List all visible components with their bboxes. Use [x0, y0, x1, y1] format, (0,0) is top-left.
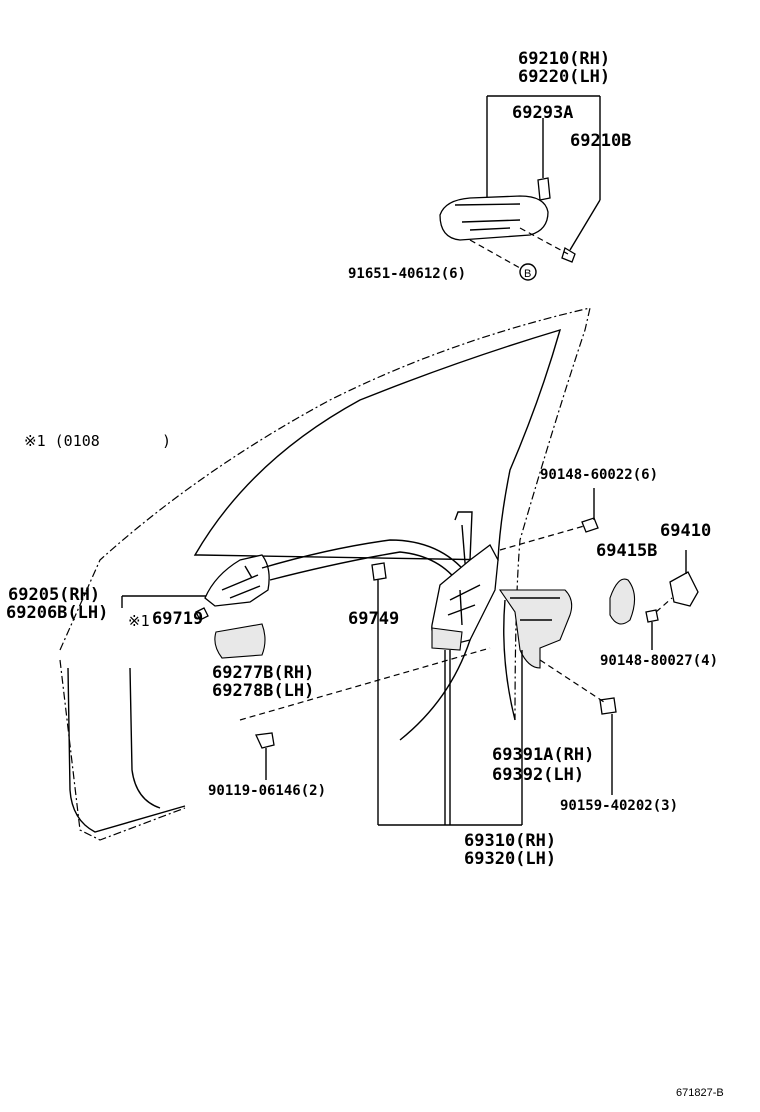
lock-bracket — [431, 627, 463, 651]
label-69210: 69210(RH) — [518, 49, 611, 69]
lock-cover-detail — [510, 597, 560, 621]
leader-69210B — [569, 199, 601, 251]
handle-clip — [537, 177, 551, 201]
dash-handle-b — [469, 239, 521, 269]
label-ref-b: B — [524, 268, 532, 280]
label-69206B: 69206B(LH) — [6, 603, 109, 623]
part-69415B — [609, 578, 636, 625]
label-69410: 69410 — [660, 521, 712, 541]
screw-90148-4 — [645, 609, 659, 623]
door-frame-outline — [59, 307, 591, 721]
label-69415B: 69415B — [596, 541, 658, 561]
label-note-suffix: ) — [162, 432, 172, 450]
part-69719 — [195, 607, 209, 621]
door-edge-line-2 — [129, 667, 161, 809]
figure-code: 671827-B — [676, 1087, 724, 1099]
label-69310: 69310(RH) — [464, 831, 557, 851]
label-90148-4: 90148-80027(4) — [600, 653, 719, 669]
label-69293A: 69293A — [512, 103, 574, 123]
door-body-curve-2 — [503, 599, 516, 721]
inside-handle-detail — [221, 565, 261, 599]
label-90119: 90119-06146(2) — [208, 783, 327, 799]
label-69278B: 69278B(LH) — [212, 681, 315, 701]
label-69719: 69719 — [152, 609, 204, 629]
label-69277B: 69277B(RH) — [212, 663, 315, 683]
label-90159: 90159-40202(3) — [560, 798, 679, 814]
dash-handle-screw — [519, 227, 569, 255]
label-69210B: 69210B — [570, 131, 632, 151]
part-69749 — [371, 562, 387, 581]
door-frame-inner — [193, 328, 562, 561]
outside-handle-detail — [454, 203, 521, 231]
lock-cover — [498, 589, 573, 669]
door-lower-panel — [59, 659, 186, 841]
dash-90159 — [539, 659, 605, 703]
label-69392: 69392(LH) — [492, 765, 585, 785]
label-69749: 69749 — [348, 609, 400, 629]
control-cable-lower — [269, 551, 461, 586]
outside-handle — [439, 195, 549, 241]
dash-90148-6 — [499, 525, 585, 551]
label-69719-mark: ※1 — [128, 612, 150, 630]
label-91651: 91651-40612(6) — [348, 266, 467, 282]
screw-90159 — [599, 697, 617, 715]
screw-90119 — [255, 732, 275, 749]
door-edge-line — [67, 667, 186, 833]
handle-screw — [561, 247, 576, 263]
label-69320: 69320(LH) — [464, 849, 557, 869]
control-cable-upper — [261, 539, 469, 576]
door-lock-detail — [447, 584, 481, 626]
label-69205: 69205(RH) — [8, 585, 101, 605]
label-90148-6: 90148-60022(6) — [540, 467, 659, 483]
dash-90148-4 — [655, 597, 673, 613]
label-69391A: 69391A(RH) — [492, 745, 595, 765]
part-69410 — [669, 571, 699, 607]
bezel-69277B — [214, 623, 266, 659]
inside-handle — [204, 554, 270, 607]
label-note-prefix: ※1 (0108 — [24, 432, 100, 450]
ref-circle-b — [519, 263, 537, 281]
label-69220: 69220(LH) — [518, 67, 611, 87]
dash-lower — [239, 647, 491, 721]
screw-90148-6 — [581, 517, 599, 533]
